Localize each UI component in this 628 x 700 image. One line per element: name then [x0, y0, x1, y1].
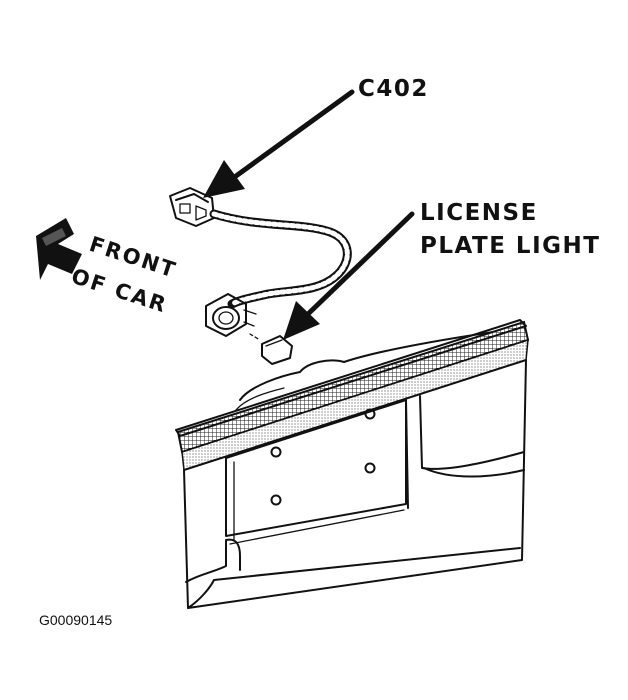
front-direction-arrow-icon	[36, 218, 82, 280]
license-label-line2: PLATE LIGHT	[420, 233, 600, 259]
license-plate-light-callout: LICENSE PLATE LIGHT	[283, 200, 600, 340]
wiring-harness	[209, 209, 352, 309]
c402-callout: C402	[203, 76, 429, 198]
lamp-socket	[205, 293, 257, 337]
lamp-leader-arrow-icon	[283, 211, 415, 340]
license-label-line1: LICENSE	[420, 200, 538, 226]
c402-label: C402	[358, 76, 429, 102]
license-plate-bracket	[175, 319, 530, 609]
front-of-car-indicator: FRONT OF CAR	[36, 218, 180, 317]
figure-id: G00090145	[39, 612, 112, 628]
bulb	[249, 333, 293, 365]
c402-leader-arrow-icon	[203, 89, 355, 198]
